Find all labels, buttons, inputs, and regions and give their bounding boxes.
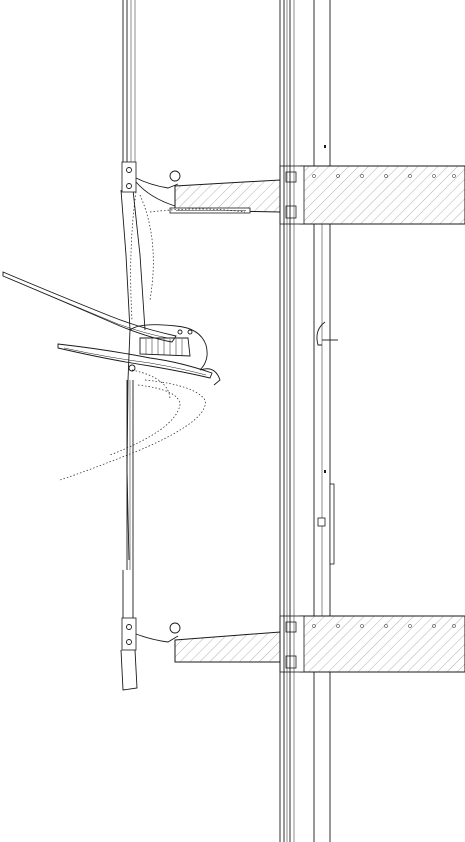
gear-housing (128, 324, 221, 386)
inner-window (313, 0, 338, 842)
lamella-blade-lower (57, 343, 213, 379)
lower-bracket (121, 617, 181, 651)
upper-bracket (121, 161, 181, 207)
window-handle (316, 321, 326, 346)
outer-mast (120, 0, 146, 691)
swing-path-dotted (59, 191, 246, 481)
upper-slab (169, 165, 465, 225)
glass-facade (279, 0, 295, 842)
lower-slab (174, 615, 465, 673)
lamella-blade-upper (2, 271, 177, 343)
